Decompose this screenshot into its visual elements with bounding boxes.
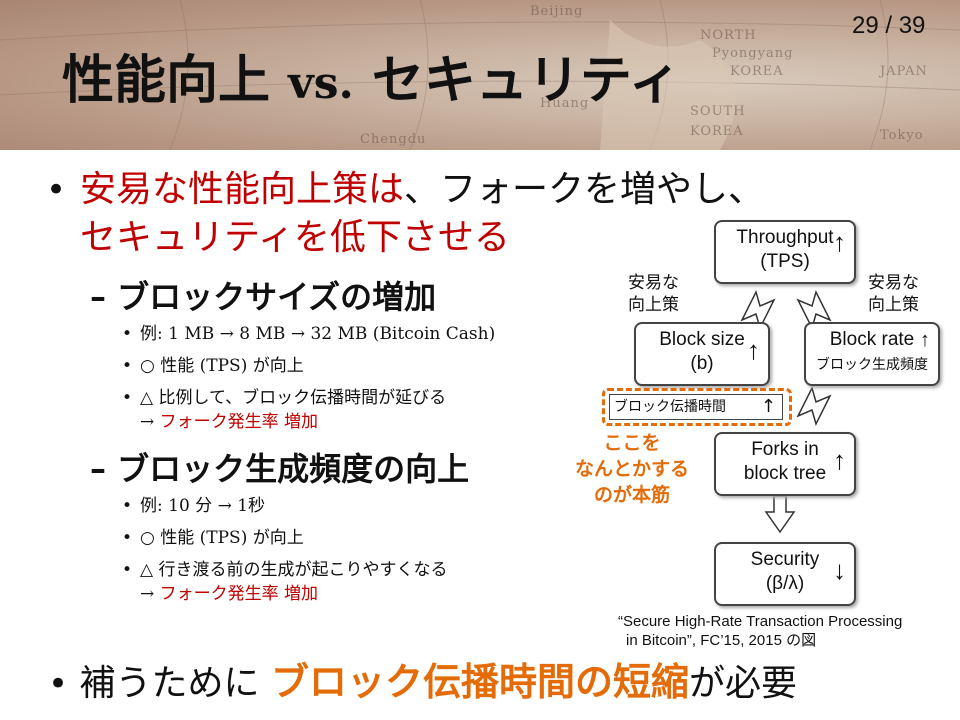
section2-heading: – ブロック生成頻度の向上	[90, 450, 470, 488]
list-item-text: △ 比例して、ブロック伝播時間が延びる	[140, 388, 447, 408]
right-note-line: 向上策	[868, 295, 919, 315]
main-bullet-rest: 、フォークを増やし、	[404, 169, 765, 210]
hint-line: のが本筋	[593, 484, 670, 506]
throughput-box: Throughput (TPS) ↑	[714, 220, 856, 284]
title-part2: セキュリティ	[371, 51, 681, 111]
map-label: KOREA	[690, 124, 744, 139]
forks-box: Forks in block tree ↑	[714, 432, 856, 496]
hollow-arrow-icon	[740, 289, 776, 331]
map-label: Chengdu	[360, 132, 427, 147]
list-item-text: △ 行き渡る前の生成が起こりやすくなる	[140, 560, 448, 580]
right-note: 安易な 向上策	[868, 272, 919, 316]
security-sub: (β/λ)	[765, 573, 805, 594]
list-item-text: 例: 1 MB → 8 MB → 32 MB (Bitcoin Cash)	[140, 324, 496, 344]
diagram-arrows	[740, 289, 832, 534]
citation-line: “Secure High-Rate Transaction Processing	[618, 613, 903, 630]
propagation-highlight: ブロック伝播時間 ↑	[602, 388, 792, 426]
page-number: 29 / 39	[852, 12, 926, 39]
header-banner: Beijing NORTH Pyongyang KOREA SOUTH KORE…	[0, 0, 960, 150]
list-item: • ○ 性能 (TPS) が向上	[122, 354, 304, 378]
hint-line: ここを	[603, 432, 661, 454]
map-label: Beijing	[530, 4, 584, 19]
bottom-bullet: • 補うために ブロック伝播時間の短縮が必要	[48, 652, 797, 714]
citation: “Secure High-Rate Transaction Processing…	[618, 612, 902, 650]
list-item-cont-prefix: →	[140, 584, 160, 604]
block-size-box: Block size (b) ↑	[634, 322, 770, 386]
main-bullet-line2: セキュリティを低下させる	[80, 217, 510, 258]
bullet-icon: •	[122, 356, 133, 376]
left-note-line: 向上策	[628, 295, 679, 315]
list-item: • △ 行き渡る前の生成が起こりやすくなる → フォーク発生率 増加	[122, 558, 448, 606]
map-label: SOUTH	[690, 104, 746, 119]
arrow-up-icon: ↑	[920, 329, 930, 351]
list-item-cont-prefix: →	[140, 412, 160, 432]
bottom-bullet-post: が必要	[688, 663, 797, 704]
list-item-text: ○ 性能 (TPS) が向上	[140, 356, 304, 376]
hint-line: なんとかする	[574, 458, 689, 480]
list-item-cont-red: フォーク発生率 増加	[159, 584, 319, 604]
list-item-cont-red: フォーク発生率 増加	[159, 412, 319, 432]
arrow-up-icon: ↑	[747, 335, 760, 365]
propagation-box: ブロック伝播時間 ↑	[609, 394, 783, 420]
citation-line: in Bitcoin”, FC’15, 2015 の図	[626, 632, 817, 649]
block-rate-label: Block rate	[829, 329, 915, 350]
map-label: Tokyo	[880, 128, 924, 143]
arrow-up-icon: ↑	[833, 227, 846, 257]
forks-sub: block tree	[743, 463, 827, 484]
left-note-line: 安易な	[628, 273, 679, 293]
bullet-icon: •	[122, 324, 133, 344]
main-bullet-red: 安易な性能向上策は	[80, 169, 405, 210]
propagation-label: ブロック伝播時間	[614, 399, 726, 415]
list-item: • 例: 10 分 → 1秒	[122, 494, 266, 518]
title-part1: 性能向上	[62, 51, 271, 111]
bottom-bullet-pre: 補うために	[79, 663, 271, 704]
throughput-label: Throughput	[736, 227, 834, 248]
section1-heading: – ブロックサイズの増加	[90, 278, 437, 316]
security-box: Security (β/λ) ↓	[714, 542, 856, 606]
arrow-up-icon: ↑	[760, 396, 776, 417]
map-background	[0, 0, 960, 150]
list-item: • △ 比例して、ブロック伝播時間が延びる → フォーク発生率 増加	[122, 386, 447, 434]
block-size-unit: (b)	[690, 353, 714, 374]
hint-text: ここを なんとかする のが本筋	[560, 430, 704, 508]
slide-title: 性能向上 vs. セキュリティ	[62, 38, 681, 113]
hollow-arrow-icon	[796, 289, 832, 331]
left-note: 安易な 向上策	[628, 272, 679, 316]
bullet-icon: •	[48, 664, 69, 704]
main-bullet: • 安易な性能向上策は、フォークを増やし、 セキュリティを低下させる	[46, 166, 898, 262]
arrow-down-icon: ↓	[833, 555, 846, 585]
right-note-line: 安易な	[868, 273, 919, 293]
map-label: NORTH	[700, 28, 757, 43]
list-item-text: ○ 性能 (TPS) が向上	[140, 528, 304, 548]
map-label: Huang	[540, 96, 590, 111]
map-label: JAPAN	[880, 64, 928, 79]
causal-diagram: Throughput (TPS) ↑ Block size (b) ↑ Bloc…	[560, 210, 960, 660]
bullet-icon: •	[46, 170, 67, 210]
bullet-icon: •	[122, 560, 133, 580]
forks-label: Forks in	[751, 439, 819, 460]
security-label: Security	[750, 549, 820, 570]
title-vs: vs.	[288, 58, 354, 109]
list-item: • ○ 性能 (TPS) が向上	[122, 526, 304, 550]
block-rate-box: Block rate ブロック生成頻度 ↑	[804, 322, 940, 386]
hollow-arrow-icon	[764, 495, 796, 534]
list-item: • 例: 1 MB → 8 MB → 32 MB (Bitcoin Cash)	[122, 322, 496, 346]
map-label: Pyongyang	[712, 46, 794, 61]
block-rate-sub: ブロック生成頻度	[816, 357, 928, 373]
throughput-unit: (TPS)	[760, 251, 810, 272]
map-label: KOREA	[730, 64, 784, 79]
bottom-bullet-highlight: ブロック伝播時間の短縮	[270, 660, 689, 704]
arrow-up-icon: ↑	[833, 445, 846, 475]
bullet-icon: •	[122, 528, 133, 548]
bullet-icon: •	[122, 388, 133, 408]
block-size-label: Block size	[659, 329, 745, 350]
bullet-icon: •	[122, 496, 133, 516]
list-item-text: 例: 10 分 → 1秒	[140, 496, 266, 516]
hollow-arrow-icon	[796, 385, 832, 427]
